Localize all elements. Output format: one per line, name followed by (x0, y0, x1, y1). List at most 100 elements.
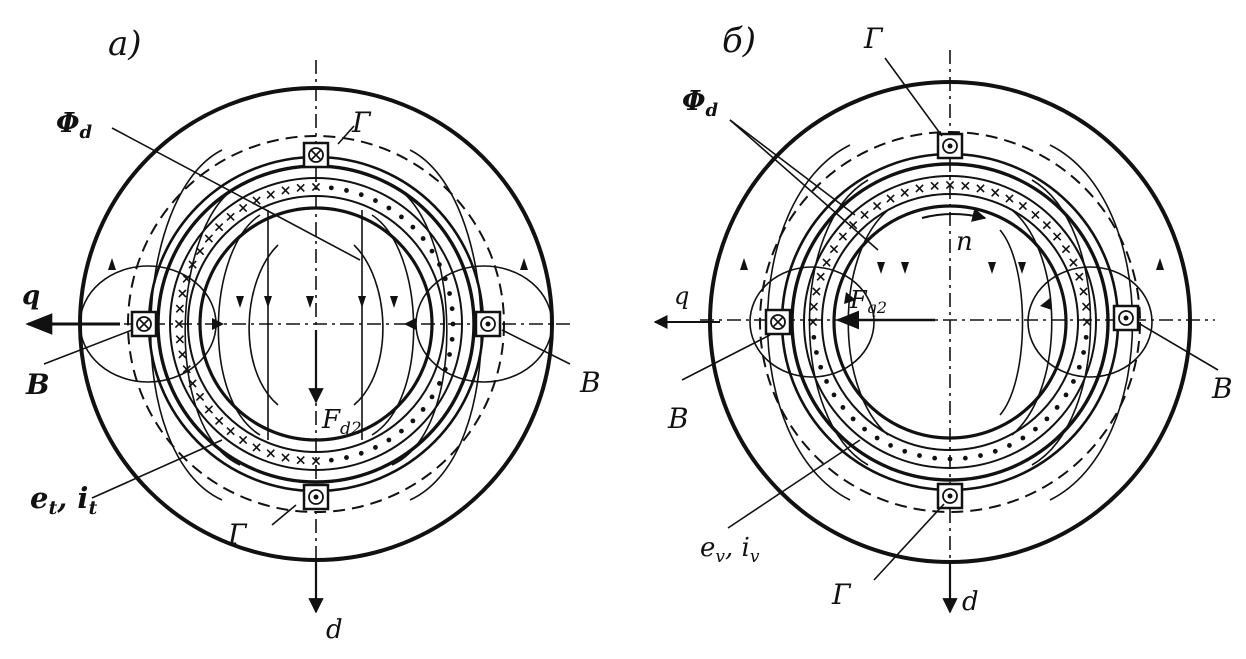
panel-b-conductor-dot (814, 350, 819, 355)
panel-a-emf-symbol: e (30, 481, 48, 515)
panel-b-conductor-cross (1082, 317, 1092, 327)
panel-b-brush-right (1112, 304, 1140, 332)
panel-b-conductor-cross (848, 220, 858, 230)
panel-b-conductor-dot (1007, 443, 1012, 448)
panel-a-conductor-dot (373, 445, 378, 450)
panel-b-brush-top-label: Г (863, 22, 884, 55)
panel-a-emf-sub: t (48, 497, 57, 519)
panel-a-emf-sep: , i (56, 481, 88, 515)
panel-b-brush-left-label: В (667, 402, 689, 435)
panel-a-rotor-ring-2 (169, 177, 463, 471)
panel-a-brush-bottom-label: Г (227, 518, 248, 551)
panel-a-conductor-cross (266, 190, 275, 199)
panel-a-conductor-dot (328, 457, 334, 463)
panel-a-flux-arrows (108, 258, 528, 330)
panel-a-conductor-cross (281, 186, 290, 195)
panel-b-conductor-dot (1033, 426, 1038, 432)
panel-a-conductor-cross (175, 335, 185, 344)
panel-a-conductor-cross (226, 426, 235, 436)
panel-b-conductor-dot (962, 455, 968, 461)
panel-b-conductor-dot (811, 334, 817, 340)
panel-a-conductor-dot (399, 214, 404, 220)
panel-b-conductor-cross (812, 287, 821, 296)
panel-a-flux-label: Φd (56, 108, 93, 143)
panel-a-conductor-cross (178, 350, 187, 359)
panel-b-current-sub: v (750, 547, 760, 567)
panel-b-conductor-dot (978, 453, 983, 458)
panel-b-conductor-cross (1075, 272, 1084, 281)
panel-a-conductor-cross (214, 416, 224, 426)
panel-a-brush-right-label: В (579, 366, 601, 399)
panel-a-rotor-ring-4 (198, 206, 434, 442)
panel-b-flux-lines (749, 144, 1153, 501)
panel-a-leaders (43, 125, 571, 526)
panel-a-conductor-cross (238, 203, 248, 213)
panel-a-current-sub: t (88, 497, 97, 519)
panel-b-axis-d-label: d (962, 587, 979, 617)
panel-b-conductor-cross (1018, 201, 1028, 211)
panel-b-conductor-dot (888, 443, 893, 448)
panel-b-conductor-cross (860, 210, 869, 220)
panel-b-rotor-ring-4 (832, 204, 1068, 440)
panel-a-conductor-cross (178, 289, 187, 298)
panel-a-conductor-dot (420, 236, 426, 241)
panel-b-conductor-dot (874, 435, 880, 441)
panel-b-brush-right-label: В (1211, 372, 1233, 405)
panel-a-conductor-cross (195, 392, 205, 402)
panel-a-force-sub: d2 (340, 419, 362, 439)
panel-b-speed-arrow (921, 208, 987, 222)
panel-b-conductor-cross (915, 184, 924, 193)
panel-b-conductor-cross (872, 201, 882, 211)
panel-b-conductor-dot (1076, 364, 1082, 370)
panel-b-conductors (808, 180, 1092, 462)
panel-b-conductor-cross (930, 181, 939, 191)
panel-b-conductor-dot (917, 453, 922, 458)
panel-a: а) (22, 24, 601, 645)
panel-b-conductor-dot (824, 379, 829, 384)
panel-a-conductor-cross (266, 449, 275, 458)
panel-b-brush-left (764, 308, 792, 336)
panel-b-conductor-dot (932, 455, 938, 461)
panel-a-brush-top (302, 141, 330, 169)
panel-b-conductor-dot (840, 405, 846, 410)
panel-a-rotor-ring-3 (187, 195, 445, 453)
panel-b-emf-sub: v (715, 547, 725, 567)
panel-b-conductor-dot (831, 392, 837, 398)
panel-b-conductor-dot (992, 448, 998, 454)
panel-a-dashed-ring (127, 135, 505, 513)
panel-a-conductor-dot (450, 321, 456, 327)
panel-b-conductor-cross (1052, 232, 1062, 241)
panel-b: б) (653, 21, 1233, 617)
panel-a-conductor-cross (174, 319, 184, 329)
panel-a-conductor-dot (410, 224, 416, 230)
panel-a-flux-symbol: Φ (56, 108, 80, 139)
panel-a-conductor-cross (311, 182, 321, 192)
panel-b-conductor-dot (850, 416, 856, 422)
panel-b-conductor-cross (838, 232, 848, 241)
panel-a-brush-top-label: Г (351, 106, 372, 139)
panel-b-rotor-ring-1 (790, 162, 1110, 482)
panel-a-brush-left-label: В (25, 368, 50, 401)
panel-b-conductor-dot (1071, 379, 1076, 384)
panel-a-conductor-dot (358, 192, 364, 198)
panel-a-conductor-cross (311, 456, 321, 466)
panel-b-conductor-dot (1044, 416, 1050, 422)
panel-b-conductor-cross (816, 272, 825, 281)
panel-b-conductor-dot (1054, 405, 1060, 410)
panel-a-conductor-cross (214, 222, 224, 232)
panel-b-conductor-dot (1063, 392, 1069, 398)
panel-b-conductor-dot (1081, 350, 1086, 355)
panel-a-conductor-dot (399, 428, 404, 434)
panel-b-emf-sep: , i (725, 533, 750, 563)
panel-a-conductor-cross (238, 435, 248, 445)
panel-a-conductor-dot (373, 198, 378, 203)
panel-b-conductor-dot (1020, 435, 1026, 441)
panel-b-brush-bottom (936, 482, 964, 510)
panel-a-conductor-dot (344, 188, 349, 193)
panel-b-conductor-cross (1061, 244, 1071, 254)
panel-a-conductor-cross (204, 405, 214, 414)
panel-a-title: а) (108, 24, 142, 64)
panel-a-conductor-dot (437, 381, 442, 386)
panel-b-force-sub: q2 (867, 298, 887, 317)
